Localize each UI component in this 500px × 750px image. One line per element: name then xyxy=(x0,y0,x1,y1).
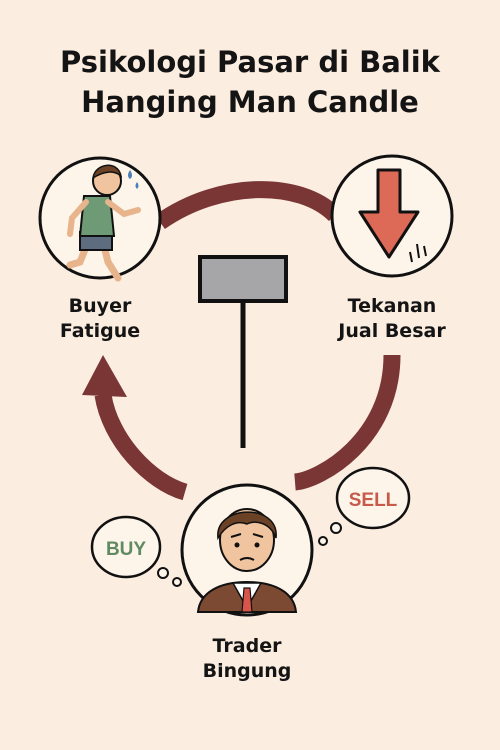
buy-text: BUY xyxy=(106,539,146,560)
hanging-man-candle-icon xyxy=(198,255,288,448)
sell-pressure-label-line-1: Tekanan xyxy=(347,295,437,317)
confused-trader-label-line-2: Bingung xyxy=(202,660,292,682)
sell-text: SELL xyxy=(349,490,398,511)
sell-pressure-label: Tekanan Jual Besar xyxy=(312,294,472,344)
confused-trader-node xyxy=(180,483,314,617)
tired-runner-icon xyxy=(66,164,141,282)
title-line-2: Hanging Man Candle xyxy=(81,85,419,119)
confused-trader-label: Trader Bingung xyxy=(172,634,322,684)
buyer-fatigue-label-line-1: Buyer xyxy=(68,295,132,317)
page-title: Psikologi Pasar di Balik Hanging Man Can… xyxy=(0,42,500,122)
cycle-arrowhead xyxy=(82,355,127,397)
buyer-fatigue-label-line-2: Fatigue xyxy=(59,320,141,342)
sell-pressure-node xyxy=(330,154,454,278)
title-line-1: Psikologi Pasar di Balik xyxy=(60,45,440,79)
motion-lines xyxy=(409,243,427,263)
sell-pressure-label-line-2: Jual Besar xyxy=(338,320,446,342)
worried-trader-icon xyxy=(196,508,298,613)
buyer-fatigue-label: Buyer Fatigue xyxy=(30,294,170,344)
sell-thought-bubble: SELL xyxy=(318,466,411,546)
confused-trader-label-line-1: Trader xyxy=(212,635,282,657)
buyer-fatigue-node xyxy=(38,156,162,282)
down-arrow-icon xyxy=(358,168,420,259)
cycle-arrow xyxy=(94,181,401,501)
buy-thought-bubble: BUY xyxy=(90,515,182,587)
